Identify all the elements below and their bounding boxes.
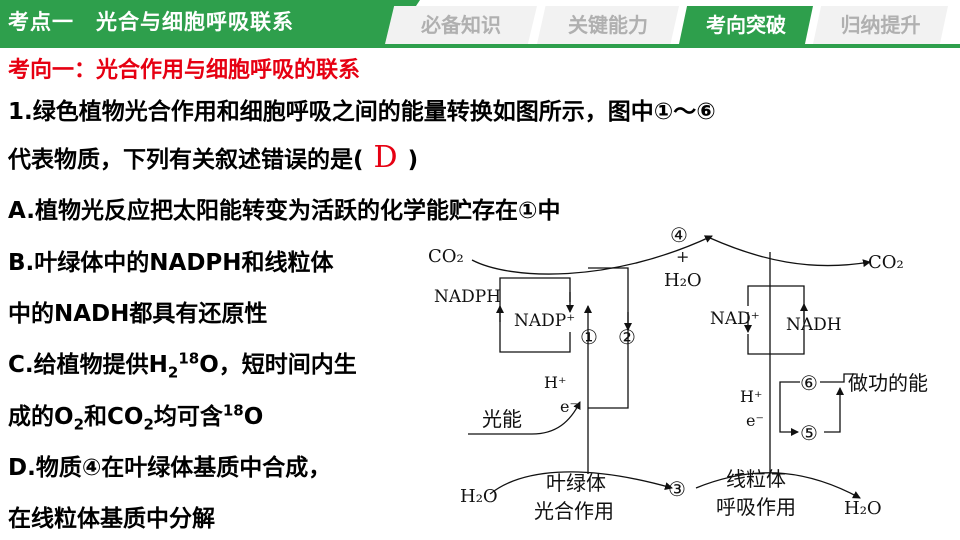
option-a: A.植物光反应把太阳能转变为活跃的化学能贮存在①中 (8, 198, 561, 224)
o2-subscript: 2 (73, 415, 84, 434)
tab-essential-knowledge[interactable]: 必备知识 (385, 6, 537, 44)
atp-loop (779, 381, 800, 436)
section-title: 考点一 光合与细胞呼吸联系 (0, 0, 420, 44)
option-c2-mid: 和CO (84, 404, 144, 430)
h2o-right-label: H₂O (844, 498, 882, 519)
h2o-left-label: H₂O (460, 486, 498, 507)
co2-subscript: 2 (143, 415, 154, 434)
h2o-top-label: H₂O (664, 270, 702, 291)
circle2-loop (588, 267, 629, 409)
mitochondria-label: 线粒体 (726, 467, 786, 491)
energy-conversion-diagram: CO₂ CO₂ NADPH NADP⁺ ① ② ④ + H₂O NAD⁺ NAD… (420, 222, 960, 540)
e-minus-left-label: e⁻ (560, 397, 578, 416)
question-subtitle: 考向一：光合作用与细胞呼吸的联系 (8, 58, 361, 83)
circle1-label: ① (580, 325, 598, 349)
nadph-label: NADPH (434, 287, 501, 307)
option-d-line1: D.物质④在叶绿体基质中合成， (8, 455, 332, 481)
option-c2-suffix: O (243, 404, 264, 430)
diagram-svg: CO₂ CO₂ NADPH NADP⁺ ① ② ④ + H₂O NAD⁺ NAD… (428, 223, 928, 523)
h-plus-left-label: H⁺ (544, 373, 566, 392)
water-arc-left (489, 471, 673, 495)
work-energy-arrow (820, 373, 856, 383)
option-c2-text: 成的O (8, 404, 74, 430)
option-d-line2: 在线粒体基质中分解 (8, 506, 215, 532)
option-c2-mid2: 均可含 (153, 404, 223, 430)
option-c-superscript: 18 (178, 349, 200, 368)
light-energy-label: 光能 (482, 407, 522, 431)
co2-arc-left (471, 235, 713, 275)
respiration-label: 呼吸作用 (716, 495, 796, 519)
circle5-label: ⑤ (800, 421, 818, 445)
plus-label: + (676, 247, 689, 266)
option-b-line1: B.叶绿体中的NADPH和线粒体 (8, 250, 334, 276)
light-energy-arrow (468, 401, 581, 435)
photosynthesis-label: 光合作用 (534, 499, 614, 523)
nadh-label: NADH (786, 315, 842, 335)
option-c-line2: 成的O2和CO2均可含18O (8, 397, 264, 434)
atp-loop-right (824, 387, 844, 433)
e-minus-right-label: e⁻ (746, 411, 764, 430)
stem-suffix: ) (407, 147, 419, 173)
header-divider (0, 44, 960, 48)
chloroplast-label: 叶绿体 (546, 471, 606, 495)
co2-left-label: CO₂ (428, 246, 464, 267)
option-c-text: C.给植物提供H (8, 352, 168, 378)
option-c-subscript: 2 (167, 363, 179, 382)
water-arc-right (695, 472, 861, 499)
answer-letter: D (373, 140, 398, 175)
option-c-line1: C.给植物提供H218O，短时间内生 (8, 345, 357, 382)
header-bar: 考点一 光合与细胞呼吸联系 必备知识 关键能力 考向突破 归纳提升 (0, 0, 960, 48)
option-b-line2: 中的NADH都具有还原性 (8, 301, 268, 327)
tab-summary-improvement[interactable]: 归纳提升 (813, 6, 948, 44)
circle4-label: ④ (670, 223, 688, 247)
question-stem-line2: 代表物质，下列有关叙述错误的是( D) (8, 140, 418, 175)
o18-superscript: 18 (222, 401, 244, 420)
nadp-plus-label: NADP⁺ (514, 311, 575, 331)
tab-exam-breakthrough[interactable]: 考向突破 (679, 6, 813, 44)
co2-arc-right (709, 237, 871, 268)
tab-key-abilities[interactable]: 关键能力 (537, 6, 679, 44)
h-plus-right-label: H⁺ (740, 387, 762, 406)
question-stem-line1: 1.绿色植物光合作用和细胞呼吸之间的能量转换如图所示，图中①～⑥ (8, 99, 716, 125)
nad-plus-label: NAD⁺ (710, 309, 760, 329)
circle6-label: ⑥ (800, 371, 818, 395)
co2-right-label: CO₂ (868, 252, 904, 273)
stem-prefix: 代表物质，下列有关叙述错误的是( (8, 147, 364, 173)
option-c-text2: O，短时间内生 (199, 352, 357, 378)
circle2-label: ② (618, 325, 636, 349)
circle3-label: ③ (668, 477, 686, 501)
work-energy-label: 做功的能 (848, 371, 928, 395)
